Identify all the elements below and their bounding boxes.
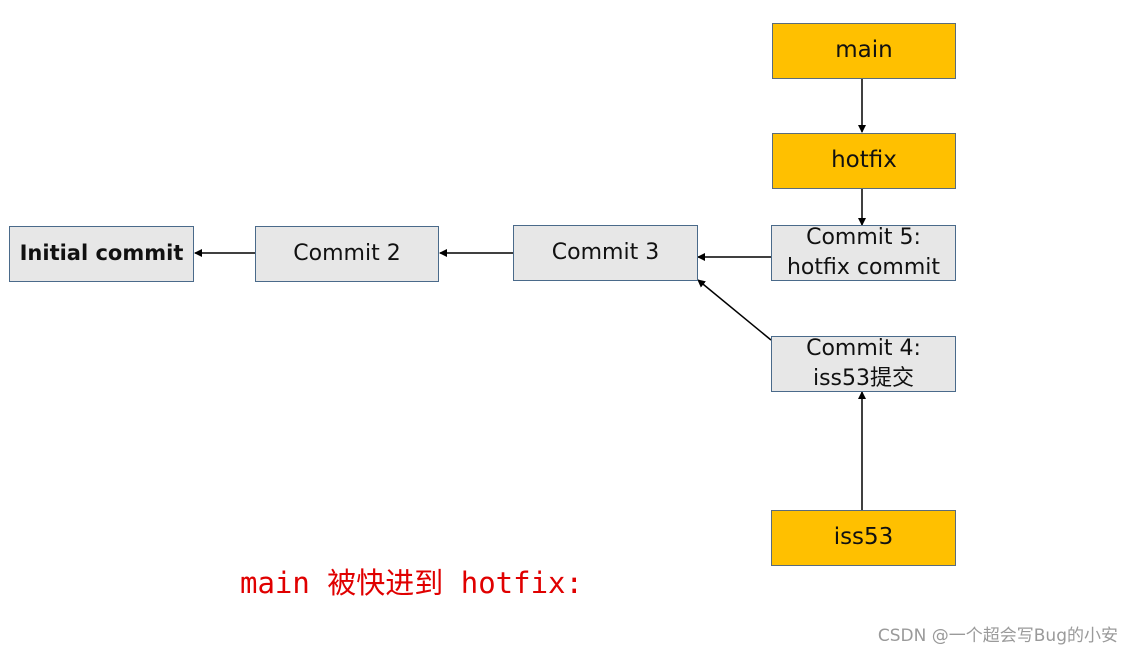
- node-commit-2-label: Commit 2: [293, 240, 401, 266]
- node-commit-5-line1: Commit 5:: [806, 225, 921, 250]
- branch-main-label: main: [835, 37, 893, 64]
- node-commit-3: Commit 3: [513, 225, 698, 281]
- branch-main: main: [772, 23, 956, 79]
- node-commit-4-line2: iss53提交: [812, 366, 915, 391]
- branch-iss53-label: iss53: [833, 524, 894, 551]
- node-commit-3-label: Commit 3: [551, 239, 660, 265]
- node-commit-2: Commit 2: [255, 226, 439, 282]
- node-commit-5: Commit 5: hotfix commit: [771, 225, 956, 281]
- edge-commit4-to-commit3: [697, 279, 772, 341]
- node-commit-4: Commit 4: iss53提交: [771, 336, 956, 392]
- node-commit-5-line2: hotfix commit: [786, 255, 941, 280]
- caption-text: main 被快进到 hotfix:: [240, 566, 583, 600]
- node-initial-commit: Initial commit: [9, 226, 194, 282]
- node-commit-4-line1: Commit 4:: [806, 336, 921, 361]
- branch-hotfix: hotfix: [772, 133, 956, 189]
- branch-hotfix-label: hotfix: [831, 147, 897, 174]
- watermark: CSDN @一个超会写Bug的小安: [877, 626, 1118, 646]
- node-initial-commit-label: Initial commit: [19, 241, 184, 266]
- branch-iss53: iss53: [771, 510, 956, 566]
